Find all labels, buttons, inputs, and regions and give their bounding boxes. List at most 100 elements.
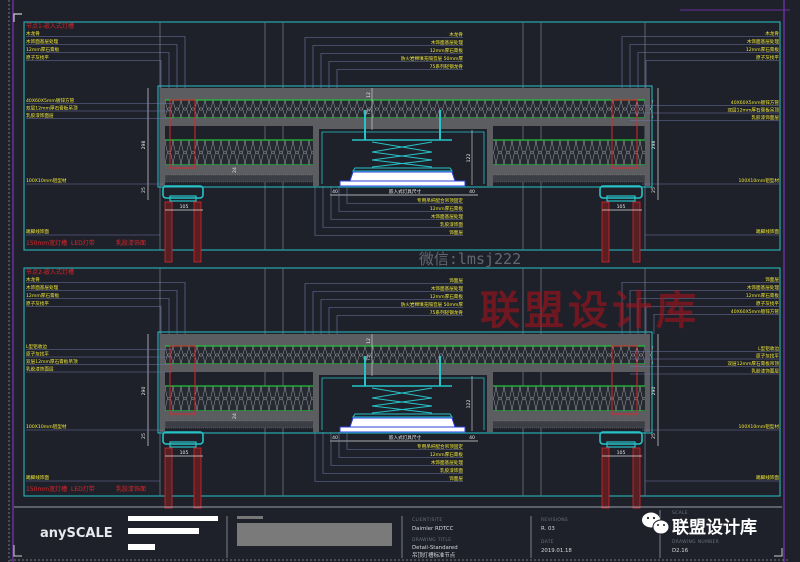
aluminum-channel — [599, 431, 643, 445]
leader-line — [26, 44, 178, 88]
callout-label: 12mm厚石膏板 — [26, 292, 60, 299]
drawing-title-cn: 吊顶灯槽标准节点 — [412, 551, 456, 559]
leader-line — [621, 282, 779, 334]
client-value: Daimler RDTCC — [412, 526, 454, 532]
leader-line — [336, 69, 463, 88]
gypsum-board — [645, 334, 650, 432]
leader-line — [314, 432, 463, 482]
red-note: 150mm宽灯槽 — [26, 239, 67, 247]
wall-post — [601, 201, 610, 263]
callout-label: 木饰面基层处理 — [431, 285, 464, 292]
dimension-width: 105 — [180, 204, 189, 210]
aluminum-channel — [162, 431, 204, 445]
dimension-height: 290 — [651, 387, 657, 396]
callout-label: 100X10mm铝型材 — [26, 423, 67, 430]
red-note: LED灯带 — [71, 239, 95, 247]
recess-frame — [321, 377, 485, 430]
insulation-hatch — [164, 385, 318, 412]
drawing-title-value: Detail-Standared — [412, 545, 458, 551]
spring-bracket — [371, 387, 433, 414]
callout-label: 木饰面基层处理 — [26, 38, 59, 45]
callout-label: 75系列轻钢龙骨 — [430, 309, 464, 316]
aluminum-channel — [606, 441, 636, 448]
callout-label: 100X10mm铝型材 — [739, 423, 780, 430]
ceiling-outline — [157, 85, 653, 188]
aluminum-channel — [169, 195, 197, 202]
corner-mark — [13, 13, 22, 22]
dimension-side: 40 — [469, 189, 475, 195]
dimension-gap: 25 — [141, 433, 147, 439]
callout-label: 40X60X5mm镀锌方管 — [731, 99, 780, 106]
light-fixture — [349, 171, 456, 182]
callout-label: 12mm厚石膏板 — [746, 292, 780, 299]
wall-post — [193, 201, 202, 263]
leader-line — [330, 432, 463, 466]
insulation-fill — [165, 386, 318, 411]
dimension-width: 105 — [617, 204, 626, 210]
callout-label: 木龙骨 — [26, 30, 40, 37]
leader-line — [322, 186, 463, 228]
leader-line — [328, 307, 463, 334]
insulation-hatch — [164, 99, 654, 119]
recess-frame — [321, 131, 485, 184]
callout-label: 乳胶漆饰面 — [440, 221, 463, 228]
callout-label: 防火岩棉填充隔音层 50mm厚 — [401, 55, 464, 62]
dimension-insulation: 75 — [366, 109, 372, 115]
callout-label: 12mm厚石膏板 — [430, 47, 464, 54]
callout-label: 木饰面基层处理 — [747, 284, 780, 291]
client-caption: CLIENT/SITE — [412, 517, 443, 523]
spring-bracket — [371, 141, 433, 168]
callout-label: 防火岩棉填充隔音层 50mm厚 — [401, 301, 464, 308]
finish-layer — [164, 174, 319, 183]
leader-line — [314, 186, 463, 236]
drawing-title-caption: DRAWING TITLE — [412, 537, 451, 543]
callout-label: 木饰面基层处理 — [26, 284, 59, 291]
callout-label: 100X10mm铝型材 — [739, 177, 780, 184]
dimension-fixture: 122 — [466, 154, 472, 163]
leader-line — [328, 61, 463, 88]
dimension-insulation: 75 — [366, 355, 372, 361]
aluminum-channel — [599, 185, 643, 199]
callout-label: 原子灰找平 — [26, 300, 49, 307]
callout-label: 12mm厚石膏板 — [430, 451, 464, 458]
drawing-number-caption: DRAWING NUMBER — [672, 539, 719, 545]
leader-line — [26, 290, 178, 334]
wall-post — [632, 447, 641, 509]
date-caption: DATE — [541, 539, 554, 545]
watermark-wechat-id: 微信:lmsj222 — [419, 250, 521, 268]
gypsum-board — [165, 165, 318, 175]
callout-label: 专用吊杆配合吊顶固定 — [417, 197, 463, 204]
callout-label: 踢脚线饰面 — [26, 474, 49, 481]
leader-line — [346, 186, 463, 204]
leader-line — [338, 186, 463, 212]
leader-line — [322, 432, 463, 474]
drawing-number-value: D2.16 — [672, 548, 689, 554]
callout-label: 踢脚线饰面 — [26, 228, 49, 235]
finish-layer — [487, 420, 646, 429]
leader-line — [26, 36, 186, 88]
dimension-height: 290 — [141, 387, 147, 396]
callout-label: 12mm厚石膏板 — [26, 46, 60, 53]
aluminum-channel — [169, 441, 197, 448]
revisions-caption: REVISIONS — [541, 517, 568, 523]
callout-label: L型铝收边 — [26, 343, 47, 350]
callout-label: 木饰面基层处理 — [431, 213, 464, 220]
wechat-brand-text: 联盟设计库 — [672, 517, 757, 538]
dimension-height: 298 — [651, 141, 657, 150]
dimension-width: 105 — [617, 450, 626, 456]
fixture-trim — [339, 180, 466, 187]
red-note: LED灯带 — [71, 485, 95, 493]
gypsum-board — [488, 411, 645, 421]
callout-label: 饰面层 — [449, 229, 463, 236]
callout-label: 木龙骨 — [26, 276, 40, 283]
leader-line — [320, 299, 463, 334]
callout-label: 木龙骨 — [765, 30, 779, 37]
callout-label: 12mm厚石膏板 — [746, 46, 780, 53]
title-block: anySCALE CLIENT/SITE Daimler RDTCC DRAWI… — [14, 506, 782, 559]
leader-line — [346, 432, 463, 450]
callout-label: L型铝收边 — [758, 345, 779, 352]
date-value: 2019.01.18 — [541, 548, 572, 554]
